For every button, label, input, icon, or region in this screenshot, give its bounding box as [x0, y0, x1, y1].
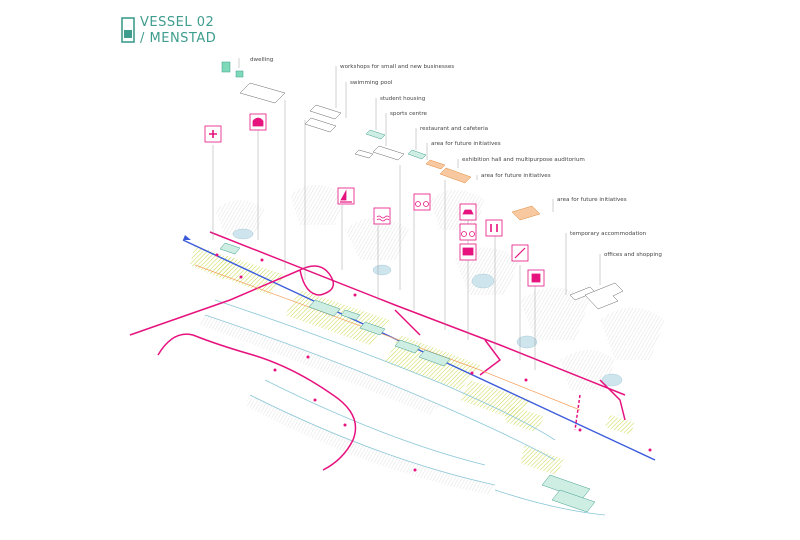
label-dwelling: dwelling [250, 57, 274, 63]
label-workshops: workshops for small and new businesses [340, 64, 454, 70]
landscape-texture [215, 185, 665, 390]
railway-arrow-icon [183, 235, 191, 240]
label-restaurant: restaurant and cafeteria [420, 126, 488, 132]
railway-line [182, 239, 656, 461]
block-exhibition [439, 167, 472, 184]
dwelling-block [221, 61, 244, 78]
block-restaurant [407, 149, 427, 160]
block-swimming [304, 117, 337, 133]
tram-icon [527, 269, 545, 287]
amenity-icons [204, 113, 545, 287]
block-sports-1 [354, 149, 374, 159]
label-future-2: area for future initiatives [481, 173, 551, 179]
diagram-title: VESSEL 02 / MENSTAD [140, 15, 216, 47]
block-workshop-2 [309, 104, 342, 120]
site-markers [215, 253, 652, 472]
car-icon [459, 203, 477, 221]
road-network [129, 231, 626, 471]
block-future-1 [425, 159, 446, 170]
water-bodies [232, 228, 623, 387]
sailboat-icon [337, 187, 355, 205]
bus-icon [459, 243, 477, 261]
fishing-rod-icon [511, 244, 529, 262]
label-future-3: area for future initiatives [557, 197, 627, 203]
label-student: student housing [380, 96, 426, 102]
orange-path [194, 264, 581, 411]
toilet-icon [485, 219, 503, 237]
label-exhibition: exhibition hall and multipurpose auditor… [462, 157, 585, 163]
laundry-icon [249, 113, 267, 131]
block-offices [584, 282, 624, 310]
block-sports-2 [372, 145, 405, 161]
title-line-2: / MENSTAD [140, 31, 217, 46]
block-workshop-1 [239, 82, 286, 104]
programme-blocks [239, 82, 624, 310]
block-future-3 [511, 205, 541, 221]
label-swimming: swimming pool [350, 80, 393, 86]
title-line-1: VESSEL 02 [140, 15, 215, 30]
shoreline-texture [200, 315, 495, 495]
label-temporary: temporary accommodation [570, 231, 647, 237]
label-sports: sports centre [390, 111, 428, 117]
vessel-logo-icon [121, 17, 135, 43]
bicycle-icon [413, 193, 431, 211]
label-future-1: area for future initiatives [431, 141, 501, 147]
leader-lines [212, 58, 601, 370]
block-student [365, 129, 386, 140]
swimming-icon [373, 207, 391, 225]
health-plus-icon [204, 125, 222, 143]
label-offices: offices and shopping [604, 252, 662, 258]
site-buildings [219, 242, 596, 513]
programme-labels: dwelling workshops for small and new bus… [250, 57, 662, 258]
bicycle-rental-icon [459, 223, 477, 241]
